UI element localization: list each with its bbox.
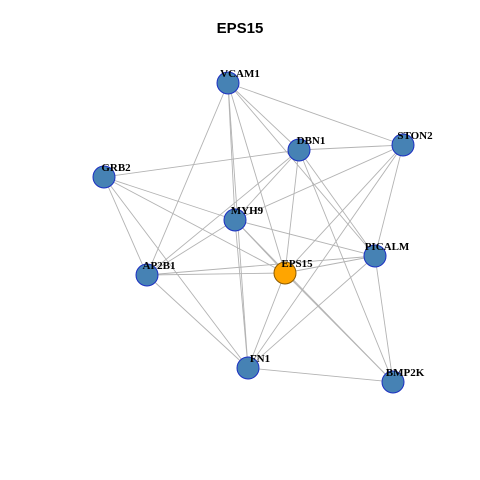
edge-grb2-eps15: [103, 176, 286, 274]
edge-dbn1-ston2: [298, 144, 404, 151]
graph-title: EPS15: [216, 20, 264, 37]
node-eps15[interactable]: [273, 261, 297, 285]
edge-dbn1-picalm: [298, 149, 376, 257]
node-label-fn1: FN1: [250, 353, 270, 365]
node-label-dbn1: DBN1: [297, 135, 326, 147]
node-grb2[interactable]: [92, 165, 116, 189]
edge-eps15-picalm: [284, 255, 376, 274]
edge-ap2b1-picalm: [146, 255, 376, 276]
edge-ap2b1-fn1: [146, 274, 249, 369]
edge-grb2-dbn1: [103, 149, 300, 178]
node-ap2b1[interactable]: [135, 263, 159, 287]
edge-ston2-eps15: [284, 144, 404, 274]
edge-vcam1-ap2b1: [146, 82, 229, 276]
edge-picalm-bmp2k: [374, 255, 394, 383]
edge-picalm-fn1: [247, 255, 376, 369]
node-myh9[interactable]: [223, 208, 247, 232]
node-label-myh9: MYH9: [231, 205, 264, 217]
edge-ston2-picalm: [374, 144, 404, 257]
edge-ston2-fn1: [247, 144, 404, 369]
node-label-eps15: EPS15: [281, 258, 313, 270]
edge-grb2-ap2b1: [103, 176, 148, 276]
edges-layer: [103, 82, 404, 383]
node-picalm[interactable]: [363, 244, 387, 268]
node-label-ap2b1: AP2B1: [143, 260, 176, 272]
edge-vcam1-ston2: [227, 82, 404, 146]
node-label-grb2: GRB2: [101, 162, 131, 174]
edge-vcam1-dbn1: [227, 82, 300, 151]
edge-eps15-fn1: [247, 272, 286, 369]
node-label-vcam1: VCAM1: [220, 68, 260, 80]
edge-grb2-myh9: [103, 176, 236, 221]
node-label-bmp2k: BMP2K: [386, 367, 425, 379]
node-ston2[interactable]: [391, 133, 415, 157]
edge-ap2b1-eps15: [146, 272, 286, 276]
edge-fn1-bmp2k: [247, 367, 394, 383]
edge-myh9-ap2b1: [146, 219, 236, 276]
edge-eps15-bmp2k: [284, 272, 394, 383]
nodes-layer: [92, 71, 415, 394]
node-bmp2k[interactable]: [381, 370, 405, 394]
edge-vcam1-eps15: [227, 82, 286, 274]
edge-ston2-myh9: [234, 144, 404, 221]
edge-dbn1-ap2b1: [146, 149, 300, 276]
node-fn1[interactable]: [236, 356, 260, 380]
edge-vcam1-picalm: [227, 82, 376, 257]
node-label-ston2: STON2: [397, 130, 433, 142]
edge-myh9-fn1: [234, 219, 249, 369]
node-dbn1[interactable]: [287, 138, 311, 162]
node-vcam1[interactable]: [216, 71, 240, 95]
edge-myh9-picalm: [234, 219, 376, 257]
edge-dbn1-eps15: [284, 149, 300, 274]
node-label-picalm: PICALM: [365, 241, 410, 253]
edge-dbn1-myh9: [234, 149, 300, 221]
edge-dbn1-bmp2k: [298, 149, 394, 383]
